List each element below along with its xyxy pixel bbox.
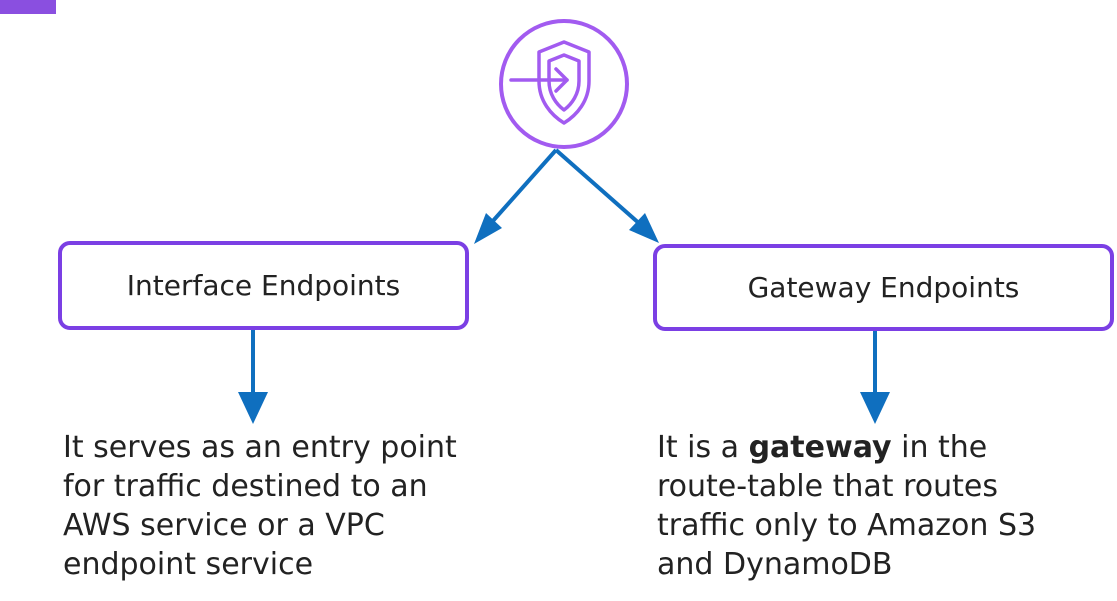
arrowhead-interface-down xyxy=(238,392,268,424)
interface-endpoints-box: Interface Endpoints xyxy=(58,241,469,330)
gateway-description-line: It is a gateway in the xyxy=(657,428,1036,467)
arrowhead-interface xyxy=(474,213,502,244)
vpc-endpoint-shield-icon xyxy=(499,19,629,149)
arrow-root-to-interface xyxy=(490,148,558,224)
interface-description-line: AWS service or a VPC xyxy=(63,508,385,543)
interface-description-line: for traffic destined to an xyxy=(63,469,428,504)
gateway-description-text: in the xyxy=(891,430,988,465)
gateway-keyword: gateway xyxy=(748,430,892,465)
interface-endpoints-label: Interface Endpoints xyxy=(126,269,401,302)
gateway-description-line: route-table that routes xyxy=(657,469,998,504)
gateway-endpoints-label: Gateway Endpoints xyxy=(747,271,1020,304)
arrowhead-gateway-down xyxy=(860,392,890,424)
interface-description-line: endpoint service xyxy=(63,547,314,582)
arrow-root-to-gateway xyxy=(554,148,643,227)
gateway-description-text: It is a xyxy=(657,430,749,465)
corner-tab xyxy=(0,0,56,14)
arrowhead-gateway xyxy=(629,213,659,243)
gateway-description-line: traffic only to Amazon S3 xyxy=(657,508,1037,543)
gateway-description-line: and DynamoDB xyxy=(657,547,893,582)
interface-description-line: It serves as an entry point xyxy=(63,430,457,465)
interface-description: It serves as an entry point for traffic … xyxy=(63,428,457,584)
gateway-description: It is a gateway in the route-table that … xyxy=(657,428,1036,584)
gateway-endpoints-box: Gateway Endpoints xyxy=(653,244,1114,331)
